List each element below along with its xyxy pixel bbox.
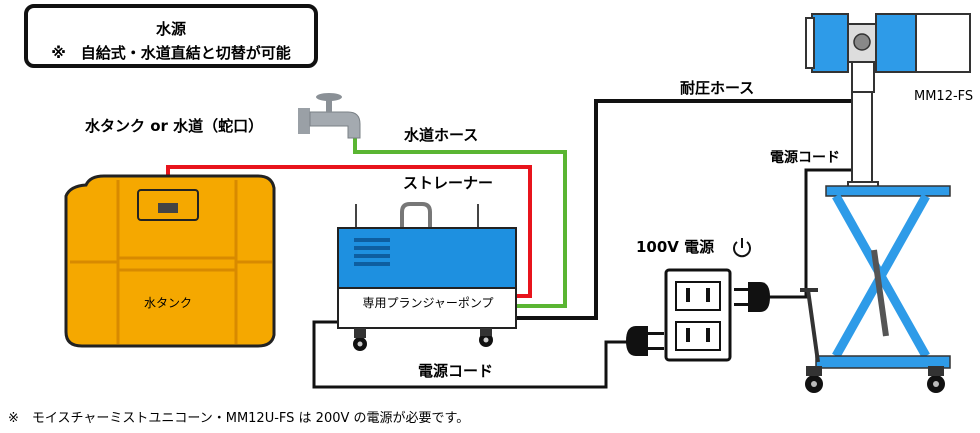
water-tank <box>64 174 276 348</box>
pump-label: 専用プランジャーポンプ <box>362 296 494 310</box>
power-cord-top-label: 電源コード <box>770 150 840 166</box>
water-source-title: 水源 <box>155 20 186 38</box>
outlet-label: 100V 電源 <box>636 238 715 256</box>
water-source-note: ※ 自給式・水道直結と切替が可能 <box>51 44 291 62</box>
footnote: ※ モイスチャーミストユニコーン・MM12U-FS は 200V の電源が必要で… <box>8 411 470 426</box>
tank-label: 水タンク <box>143 296 192 310</box>
water-hose-label: 水道ホース <box>404 126 479 144</box>
power-plug-icon <box>734 282 770 312</box>
power-cord-bottom-line <box>312 320 630 389</box>
mist-unit <box>800 13 971 393</box>
water-hose-line <box>353 138 567 308</box>
power-plug-icon <box>626 326 664 356</box>
plunger-pump <box>337 202 517 351</box>
power-cord-top-line <box>768 168 853 299</box>
power-cord-bottom-label: 電源コード <box>418 362 494 380</box>
power-icon <box>733 238 751 258</box>
outlet-icon <box>664 268 732 362</box>
product-model-label: MM12-FS <box>914 89 974 104</box>
pressure-hose-label: 耐圧ホース <box>680 79 755 97</box>
water-source-box: 水源 ※ 自給式・水道直結と切替が可能 <box>24 4 318 68</box>
strainer-label: ストレーナー <box>403 174 494 192</box>
faucet-icon <box>298 93 361 139</box>
tank-or-tap-label: 水タンク or 水道（蛇口） <box>85 117 264 135</box>
